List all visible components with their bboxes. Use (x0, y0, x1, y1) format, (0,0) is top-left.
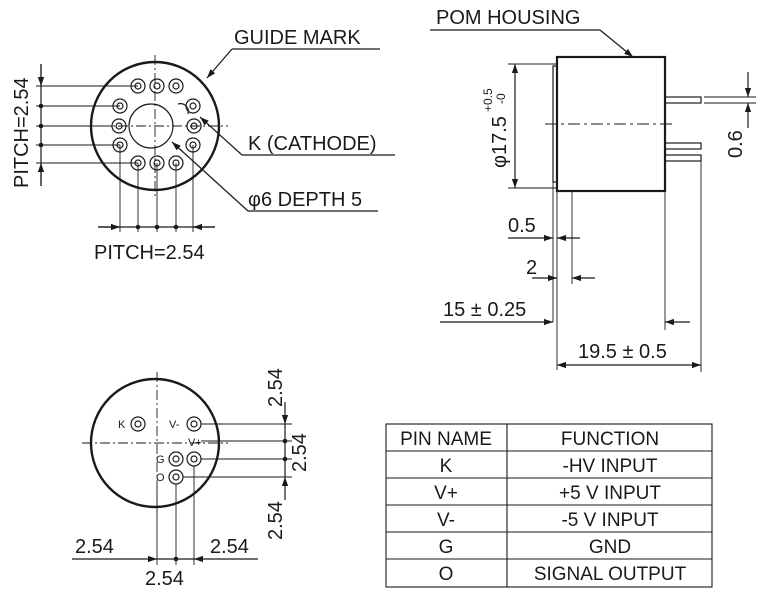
pinout-h-extensions (156, 466, 195, 565)
dim-254-center: 2.54 (145, 568, 184, 590)
cathode-leader (199, 116, 243, 156)
dim-195-label: 19.5 ± 0.5 (578, 341, 667, 363)
pin-width-label: 0.6 (725, 130, 747, 158)
table-cell: O (439, 564, 454, 585)
pin-g-label: G (156, 454, 165, 466)
dim-254-bottom: 2.54 (265, 501, 287, 540)
guide-mark-leader (206, 48, 233, 79)
diameter-tol-plus: +0.5 (481, 88, 495, 112)
pin-v-minus (186, 416, 202, 432)
flange-label: 0.5 (508, 215, 536, 237)
pin-k-label: K (118, 419, 126, 431)
table-cell: V- (437, 510, 455, 531)
guide-mark-label: GUIDE MARK (234, 27, 361, 49)
cathode-label: K (CATHODE) (248, 133, 377, 155)
table-cell: G (439, 537, 454, 558)
diameter-tol-minus: -0 (494, 93, 508, 104)
dim-254-left: 2.54 (75, 536, 114, 558)
table-cell: -5 V INPUT (561, 510, 659, 531)
table-cell: GND (589, 537, 631, 558)
socket-front-view: PITCH=2.54 PITCH=2.54 GUIDE MARK K (CATH… (11, 27, 395, 264)
pom-housing-label: POM HOUSING (436, 7, 580, 29)
table-header-pin-name: PIN NAME (400, 429, 492, 450)
pin-g (168, 451, 184, 467)
pinout-v-extensions (183, 423, 292, 478)
table-cell: SIGNAL OUTPUT (534, 564, 687, 585)
pinout-pins (130, 416, 202, 485)
side-pins (664, 96, 702, 162)
pin-o (168, 469, 184, 485)
housing-side-view: POM HOUSING φ17.5 +0.5 -0 0.6 0.5 (430, 7, 756, 372)
pin-v-plus (186, 451, 202, 467)
table-cell: +5 V INPUT (559, 483, 661, 504)
depth-label: φ6 DEPTH 5 (248, 189, 362, 211)
table-cell: V+ (434, 483, 458, 504)
dim-254-right: 2.54 (210, 536, 249, 558)
pitch-v-ticks (38, 103, 44, 148)
pitch-v-extensions (36, 85, 138, 164)
pin-o-label: O (156, 472, 165, 484)
pin-v-plus-label: V+ (188, 437, 202, 449)
table-header-function: FUNCTION (561, 429, 659, 450)
table-cell: K (440, 456, 453, 477)
pitch-horizontal-label: PITCH=2.54 (94, 242, 205, 264)
pitch-vertical-label: PITCH=2.54 (11, 77, 33, 188)
pin-k (130, 416, 146, 432)
pitch-h-extensions (119, 145, 194, 232)
pin-v-minus-label: V- (169, 419, 180, 431)
pinout-bottom-view: K V- V+ G O 2.54 2.54 2.54 2.54 2.54 (72, 368, 311, 590)
pitch-h-ticks (135, 224, 179, 230)
pin-function-table: PIN NAME FUNCTION K -HV INPUT V+ +5 V IN… (385, 423, 713, 588)
dim-15-label: 15 ± 0.25 (443, 299, 526, 321)
diameter-label: φ17.5 (489, 116, 511, 168)
pom-housing-leader (599, 29, 634, 58)
dim-2-label: 2 (526, 257, 537, 279)
depth-leader (171, 141, 249, 212)
dim-254-top: 2.54 (265, 368, 287, 407)
dim-254-mid: 2.54 (289, 433, 311, 472)
table-cell: -HV INPUT (563, 456, 658, 477)
